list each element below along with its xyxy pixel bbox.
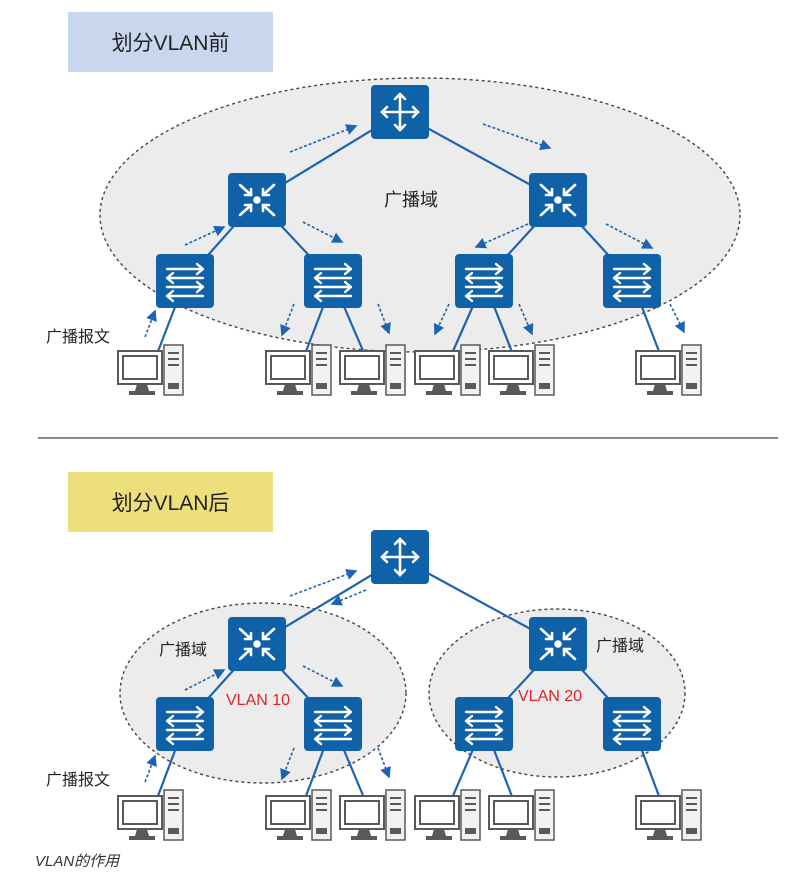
access-switch-4-icon — [601, 252, 663, 310]
figure-caption: VLAN的作用 — [35, 853, 120, 870]
pc-icon — [488, 344, 555, 396]
pc-icon — [265, 344, 332, 396]
core-switch-right-icon — [527, 615, 589, 673]
pc-icon — [265, 789, 332, 841]
pc-icon — [414, 789, 481, 841]
broadcast-domain-label-vlan20: 广播域 — [596, 638, 645, 655]
broadcast-packet-label: 广播报文 — [46, 772, 111, 789]
pc-icon — [414, 344, 481, 396]
core-switch-left-icon — [226, 615, 288, 673]
section-divider — [38, 437, 778, 439]
access-switch-1-icon — [154, 695, 216, 753]
pc-icon — [339, 344, 406, 396]
pc-icon — [635, 344, 702, 396]
pc-icon — [117, 344, 184, 396]
access-switch-1-icon — [154, 252, 216, 310]
broadcast-flow-before — [144, 123, 685, 338]
broadcast-packet-label: 广播报文 — [46, 329, 111, 346]
section-title-after: 划分VLAN后 — [68, 472, 273, 532]
router-icon — [369, 83, 431, 141]
access-switch-4-icon — [601, 695, 663, 753]
vlan20-label: VLAN 20 — [518, 688, 583, 705]
core-switch-right-icon — [527, 171, 589, 229]
vlan10-label: VLAN 10 — [226, 692, 291, 709]
pc-icon — [339, 789, 406, 841]
access-switch-3-icon — [453, 695, 515, 753]
access-switch-3-icon — [453, 252, 515, 310]
access-switch-2-icon — [302, 695, 364, 753]
pc-icon — [635, 789, 702, 841]
broadcast-flow-after — [144, 569, 391, 783]
section-title-before: 划分VLAN前 — [68, 12, 273, 72]
pc-icon — [488, 789, 555, 841]
core-switch-left-icon — [226, 171, 288, 229]
broadcast-domain-label-vlan10: 广播域 — [159, 642, 208, 659]
pc-icon — [117, 789, 184, 841]
access-switch-2-icon — [302, 252, 364, 310]
broadcast-domain-label: 广播域 — [384, 190, 438, 210]
router-icon — [369, 528, 431, 586]
